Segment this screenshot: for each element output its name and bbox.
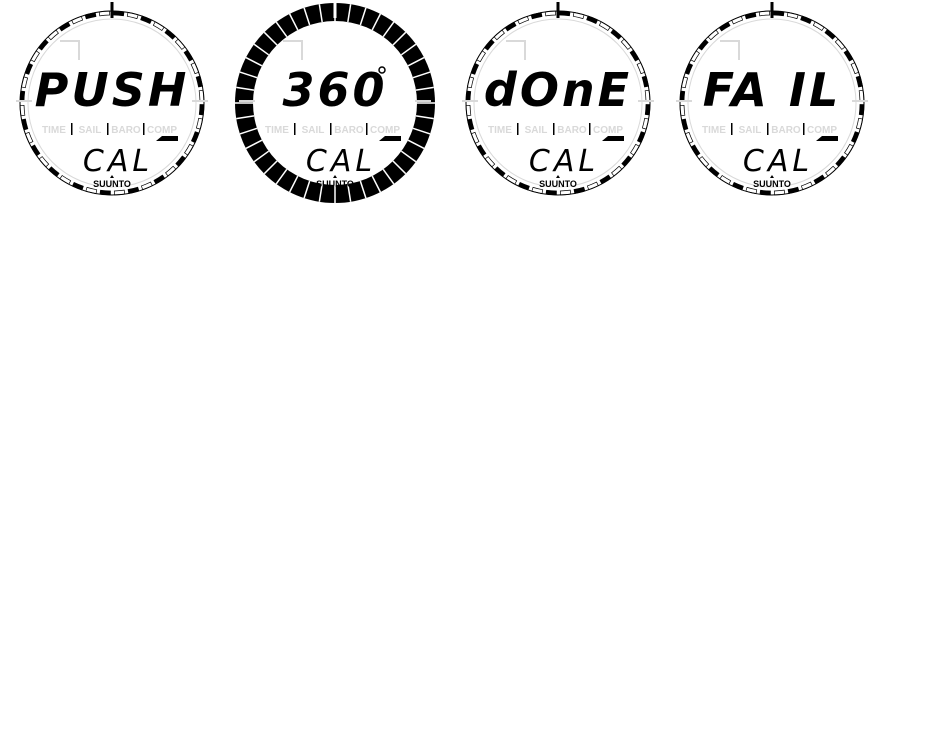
main-readout: PUSH (35, 63, 190, 117)
brand-logo: SUUNTO (753, 179, 791, 189)
mode-indicator (156, 136, 178, 141)
main-readout: dOnE (484, 63, 632, 117)
sub-readout: CAL (306, 144, 376, 179)
north-marker (557, 2, 560, 18)
north-marker (111, 2, 114, 18)
brand-logo: SUUNTO (539, 179, 577, 189)
main-readout: FA IL (703, 63, 842, 117)
mode-label-comp: COMP (370, 125, 400, 136)
brand-logo: SUUNTO (93, 179, 131, 189)
mode-label-baro: BARO (557, 125, 587, 136)
mode-label-baro: BARO (111, 125, 141, 136)
mode-label-time: TIME (42, 125, 66, 136)
mode-indicator (602, 136, 624, 141)
mode-label-baro: BARO (771, 125, 801, 136)
north-marker (334, 2, 337, 18)
mode-label-sail: SAIL (302, 125, 325, 136)
mode-label-comp: COMP (593, 125, 623, 136)
mode-label-sail: SAIL (79, 125, 102, 136)
sub-readout: CAL (83, 144, 153, 179)
mode-label-comp: COMP (147, 125, 177, 136)
mode-label-sail: SAIL (739, 125, 762, 136)
mode-label-time: TIME (488, 125, 512, 136)
mode-label-sail: SAIL (525, 125, 548, 136)
mode-menu: TIME SAIL BARO COMP (42, 123, 177, 136)
mode-label-baro: BARO (334, 125, 364, 136)
sub-readout: CAL (743, 144, 813, 179)
mode-label-time: TIME (702, 125, 726, 136)
main-readout: 360 (282, 63, 387, 117)
mode-label-time: TIME (265, 125, 289, 136)
mode-menu: TIME SAIL BARO COMP (702, 123, 837, 136)
brand-logo: SUUNTO (316, 179, 354, 189)
north-marker (771, 2, 774, 18)
mode-indicator (816, 136, 838, 141)
sub-readout: CAL (529, 144, 599, 179)
mode-label-comp: COMP (807, 125, 837, 136)
mode-menu: TIME SAIL BARO COMP (488, 123, 623, 136)
